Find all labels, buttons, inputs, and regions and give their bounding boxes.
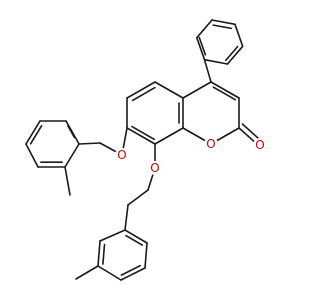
atom-o-ring: O bbox=[204, 137, 218, 151]
phenyl-ring-top bbox=[196, 19, 244, 65]
structure-drawing: O O O O bbox=[25, 19, 267, 281]
pyranone-ring bbox=[182, 58, 263, 146]
oxygen-label: O bbox=[206, 137, 215, 151]
atom-o7: O bbox=[115, 148, 129, 162]
atom-o8: O bbox=[148, 161, 162, 175]
benzo-ring bbox=[126, 81, 184, 145]
methylbenzyl-ring-bottom bbox=[75, 204, 148, 281]
oxygen-label: O bbox=[117, 148, 126, 162]
molecule-diagram: O O O O bbox=[25, 19, 267, 281]
atom-o-carbonyl: O bbox=[253, 138, 267, 152]
oxygen-label: O bbox=[255, 138, 264, 152]
oxygen-label: O bbox=[150, 161, 159, 175]
methylbenzyl-ring-left bbox=[25, 120, 101, 196]
